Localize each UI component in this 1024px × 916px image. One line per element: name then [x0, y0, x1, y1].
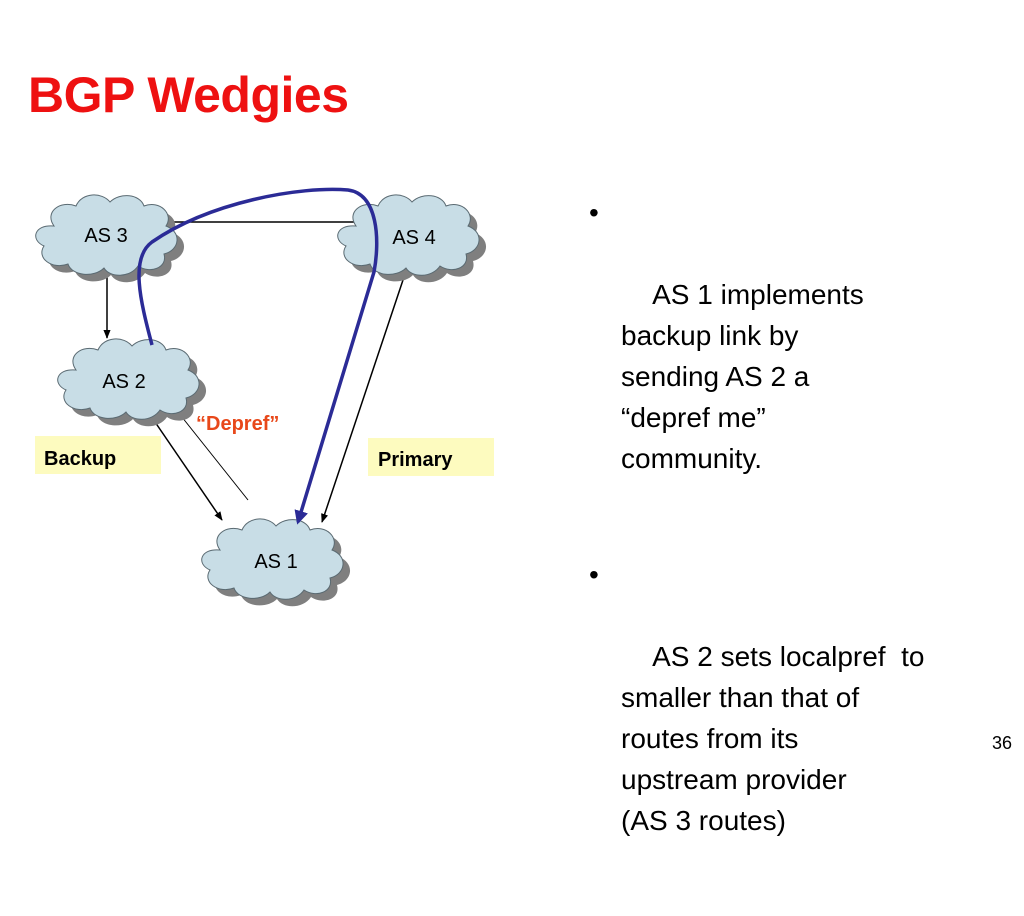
cloud-as3: AS 3: [35, 194, 185, 283]
cloud-as2: AS 2: [57, 338, 207, 427]
cloud-as4: AS 4: [337, 194, 487, 283]
bullet-item: • AS 1 implements backup link by sending…: [585, 192, 1005, 520]
link-as4-as1: [321, 279, 404, 523]
cloud-as1: AS 1: [201, 518, 351, 607]
route-path: [137, 187, 379, 525]
bullet-item: • AS 2 sets localpref to smaller than th…: [585, 554, 1005, 882]
slide-title: BGP Wedgies: [28, 67, 349, 123]
network-diagram: AS 3 AS 4 AS 2 AS 1 “Depref” Backup Prim…: [35, 187, 494, 607]
backup-label: Backup: [44, 448, 116, 470]
cloud-label-as2: AS 2: [102, 371, 145, 393]
bullet-list: • AS 1 implements backup link by sending…: [585, 192, 1005, 916]
depref-label: “Depref”: [196, 413, 279, 435]
bullet-text: AS 2 sets localpref to smaller than that…: [621, 641, 925, 836]
cloud-label-as3: AS 3: [84, 225, 127, 247]
bullet-text: AS 1 implements backup link by sending A…: [621, 279, 864, 474]
cloud-label-as4: AS 4: [392, 227, 435, 249]
bullet-glyph: •: [589, 197, 599, 228]
bullet-glyph: •: [589, 559, 599, 590]
page-number: 36: [991, 733, 1012, 753]
primary-label-box: Primary: [368, 438, 494, 476]
backup-label-box: Backup: [35, 436, 161, 474]
primary-label: Primary: [378, 449, 453, 471]
cloud-label-as1: AS 1: [254, 551, 297, 573]
